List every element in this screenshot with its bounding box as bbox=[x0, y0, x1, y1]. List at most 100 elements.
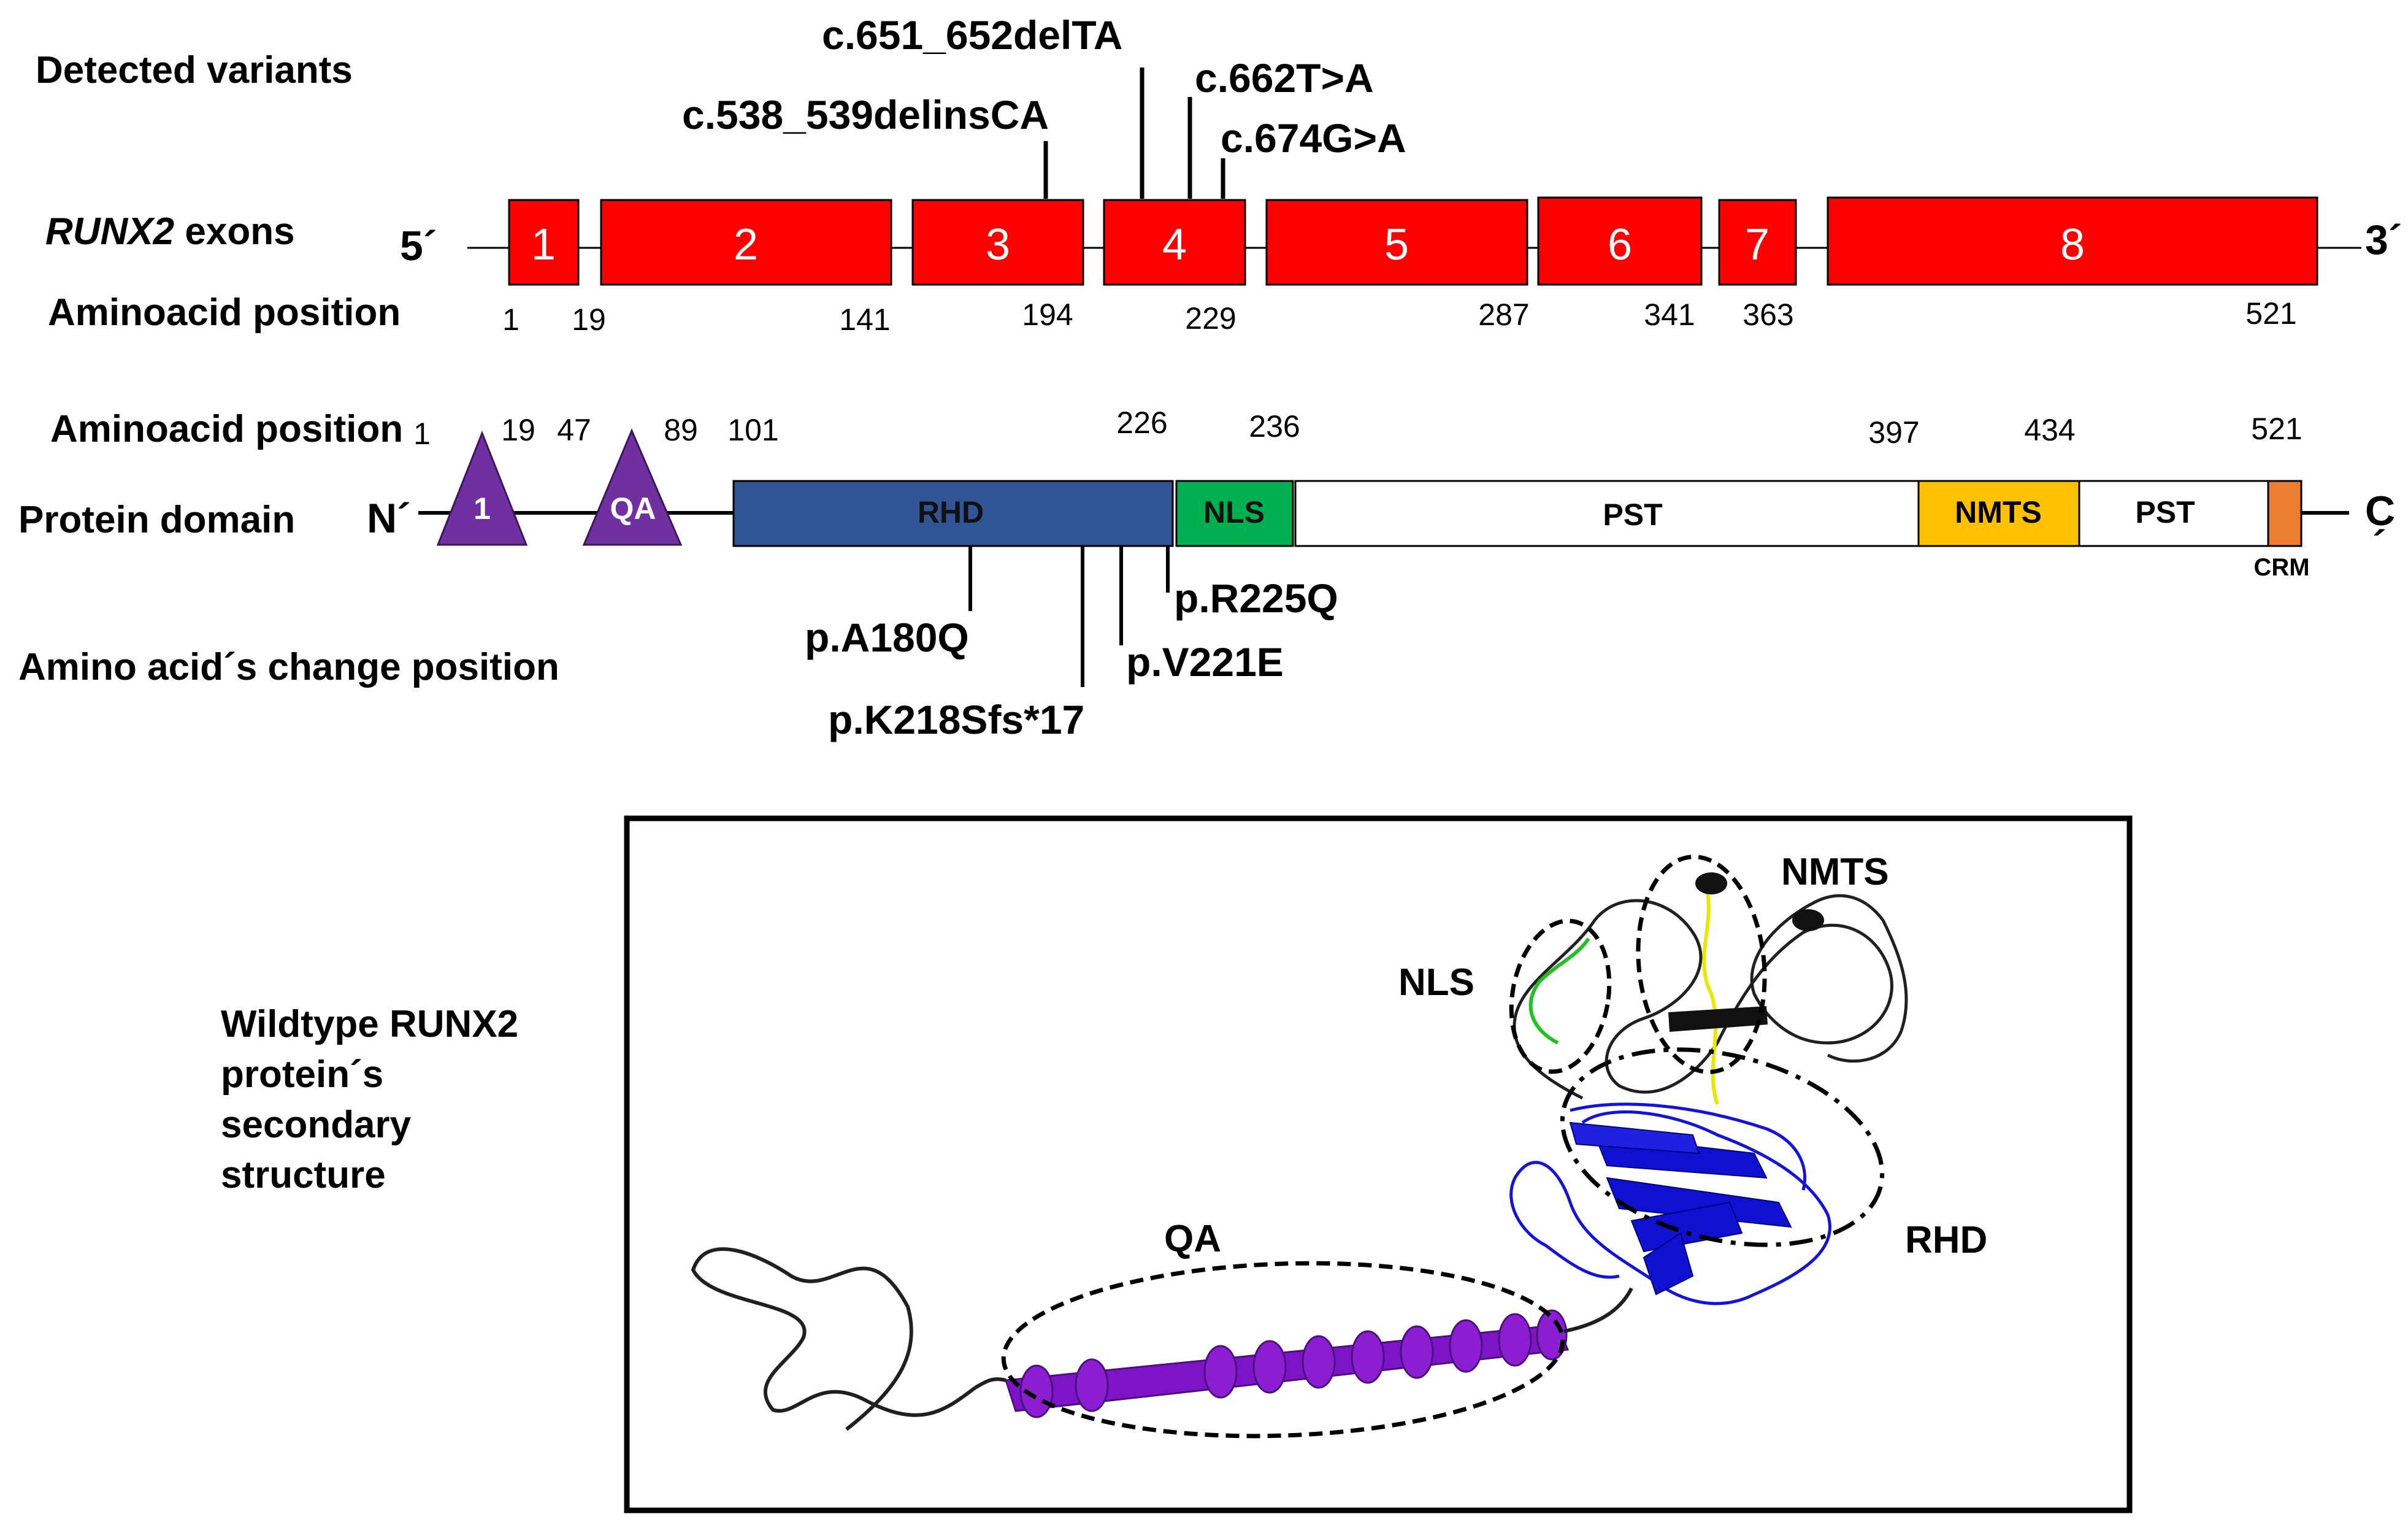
five-prime-end: 5´ bbox=[400, 223, 437, 269]
exon-pos-363: 363 bbox=[1743, 298, 1793, 332]
protein-domain-label: Protein domain bbox=[18, 499, 295, 541]
nmts-dark-helix bbox=[1695, 872, 1727, 894]
variant-markers bbox=[1043, 67, 1225, 199]
exons-label: RUNX2 exons bbox=[45, 210, 295, 253]
protein-pos-101: 101 bbox=[727, 413, 778, 447]
exon-number-1: 1 bbox=[531, 220, 556, 269]
exon-pos-229: 229 bbox=[1185, 301, 1236, 336]
exon-pos-1: 1 bbox=[502, 302, 520, 337]
qa-helix-turn bbox=[1498, 1313, 1532, 1367]
aa-position-label-bottom: Aminoacid position bbox=[50, 408, 403, 450]
protein-pos-236: 236 bbox=[1249, 409, 1300, 444]
nls-structure-segment bbox=[1528, 937, 1590, 1045]
exon-position-labels: 1 19 141 194 229 287 341 363 521 bbox=[502, 296, 2297, 337]
variant-c651: c.651_652delTA bbox=[822, 12, 1122, 58]
domain-triangle-1-label: 1 bbox=[474, 491, 491, 526]
exon-pos-141: 141 bbox=[839, 302, 890, 337]
domain-nmts-box bbox=[1917, 480, 2080, 547]
protein-pos-89: 89 bbox=[664, 413, 698, 447]
change-k218sfs: p.K218Sfs*17 bbox=[828, 697, 1084, 742]
domain-pst1-label: PST bbox=[1603, 498, 1662, 532]
qa-helix-turn bbox=[1351, 1330, 1385, 1384]
protein-pos-19: 19 bbox=[501, 413, 535, 447]
domain-pst2-box bbox=[2078, 480, 2273, 547]
helix-to-rhd-link bbox=[1563, 1287, 1633, 1333]
qa-helix-turn bbox=[1400, 1325, 1434, 1379]
three-prime-end: 3´ bbox=[2365, 217, 2402, 263]
c-terminus-accent: ´ bbox=[2372, 522, 2387, 569]
rhd-beta-strand bbox=[1606, 1177, 1792, 1228]
exon-number-4: 4 bbox=[1162, 220, 1187, 269]
domain-pst2-label: PST bbox=[2135, 495, 2195, 529]
structure-caption-line4: structure bbox=[221, 1154, 386, 1196]
rhd-beta-strand bbox=[1569, 1121, 1700, 1155]
nmts-dark-sheet bbox=[1668, 1006, 1768, 1032]
structure-caption-line1: Wildtype RUNX2 bbox=[221, 1003, 518, 1045]
exon-pos-287: 287 bbox=[1478, 298, 1529, 332]
domain-triangle-qa bbox=[582, 428, 683, 546]
structure-label-rhd: RHD bbox=[1905, 1219, 1987, 1261]
structure-panel-frame bbox=[624, 815, 2133, 1513]
qa-helix-turn bbox=[1449, 1319, 1483, 1373]
rhd-loop-outer bbox=[1570, 1102, 1806, 1191]
exon-number-6: 6 bbox=[1608, 220, 1632, 269]
exon-number-7: 7 bbox=[1745, 220, 1770, 269]
exon-number-2: 2 bbox=[734, 220, 758, 269]
rhd-beta-strand bbox=[1643, 1232, 1694, 1296]
protein-pos-47: 47 bbox=[557, 413, 591, 447]
nls-region-outline bbox=[1509, 918, 1612, 1074]
aa-change-label: Amino acid´s change position bbox=[18, 646, 559, 688]
qa-helix bbox=[1005, 1309, 1570, 1418]
exon-2-box bbox=[600, 199, 892, 286]
rhd-beta-strand bbox=[1630, 1201, 1743, 1253]
structure-label-qa: QA bbox=[1164, 1218, 1221, 1260]
nmts-structure-segment bbox=[1702, 883, 1719, 1105]
structure-label-nmts: NMTS bbox=[1781, 851, 1889, 893]
pst-dark-helix bbox=[1792, 909, 1824, 931]
exon-pos-521: 521 bbox=[2245, 296, 2296, 331]
rhd-loops bbox=[1509, 1110, 1831, 1305]
protein-pos-226: 226 bbox=[1116, 406, 1167, 440]
qa-helix-turn bbox=[1252, 1340, 1287, 1394]
exon-pos-341: 341 bbox=[1644, 298, 1695, 332]
exons-gene-name: RUNX2 bbox=[45, 210, 174, 253]
protein-pos-1: 1 bbox=[413, 417, 431, 451]
change-r225q: p.R225Q bbox=[1174, 575, 1338, 621]
disordered-coil-region bbox=[1513, 894, 1908, 1100]
exon-number-8: 8 bbox=[2060, 220, 2085, 269]
rhd-structure bbox=[1509, 1102, 1831, 1305]
c-terminus-label: C bbox=[2365, 488, 2395, 534]
domain-nmts-label: NMTS bbox=[1955, 495, 2042, 529]
protein-pos-397: 397 bbox=[1868, 415, 1919, 450]
domain-pst1-box bbox=[1294, 480, 1921, 547]
domain-triangle-qa-label: QA bbox=[610, 491, 656, 526]
detected-variants-label: Detected variants bbox=[36, 49, 353, 91]
variant-c538: c.538_539delinsCA bbox=[682, 92, 1049, 137]
qa-helix-turn bbox=[1302, 1335, 1336, 1389]
exon-number-3: 3 bbox=[986, 220, 1010, 269]
protein-pos-521: 521 bbox=[2251, 412, 2302, 446]
exons-word: exons bbox=[174, 210, 294, 253]
protein-pos-434: 434 bbox=[2024, 413, 2075, 447]
qa-helix-turn bbox=[1536, 1309, 1568, 1361]
aa-position-label-top: Aminoacid position bbox=[48, 291, 401, 334]
structure-caption-line3: secondary bbox=[221, 1104, 412, 1146]
rhd-region-outline bbox=[1560, 1047, 1885, 1247]
qa-region-outline bbox=[1001, 1261, 1565, 1439]
domain-crm-box bbox=[2267, 480, 2303, 547]
change-markers bbox=[968, 546, 1170, 687]
n-terminus-label: N´ bbox=[367, 495, 411, 542]
exon-7-box bbox=[1718, 199, 1797, 286]
structure-label-nls: NLS bbox=[1398, 961, 1474, 1004]
protein-position-labels: 1 19 47 89 101 226 236 397 434 521 bbox=[413, 406, 2303, 451]
domain-rhd-box bbox=[732, 480, 1174, 547]
exon-8-box bbox=[1827, 196, 2318, 286]
domain-nls-label: NLS bbox=[1203, 495, 1265, 529]
exon-number-5: 5 bbox=[1384, 220, 1409, 269]
qa-helix-turn bbox=[1203, 1345, 1238, 1399]
domain-rhd-label: RHD bbox=[918, 495, 984, 529]
n-terminal-coil bbox=[691, 1247, 976, 1431]
exon-1-box bbox=[508, 199, 580, 286]
domain-triangle-1 bbox=[436, 430, 528, 546]
